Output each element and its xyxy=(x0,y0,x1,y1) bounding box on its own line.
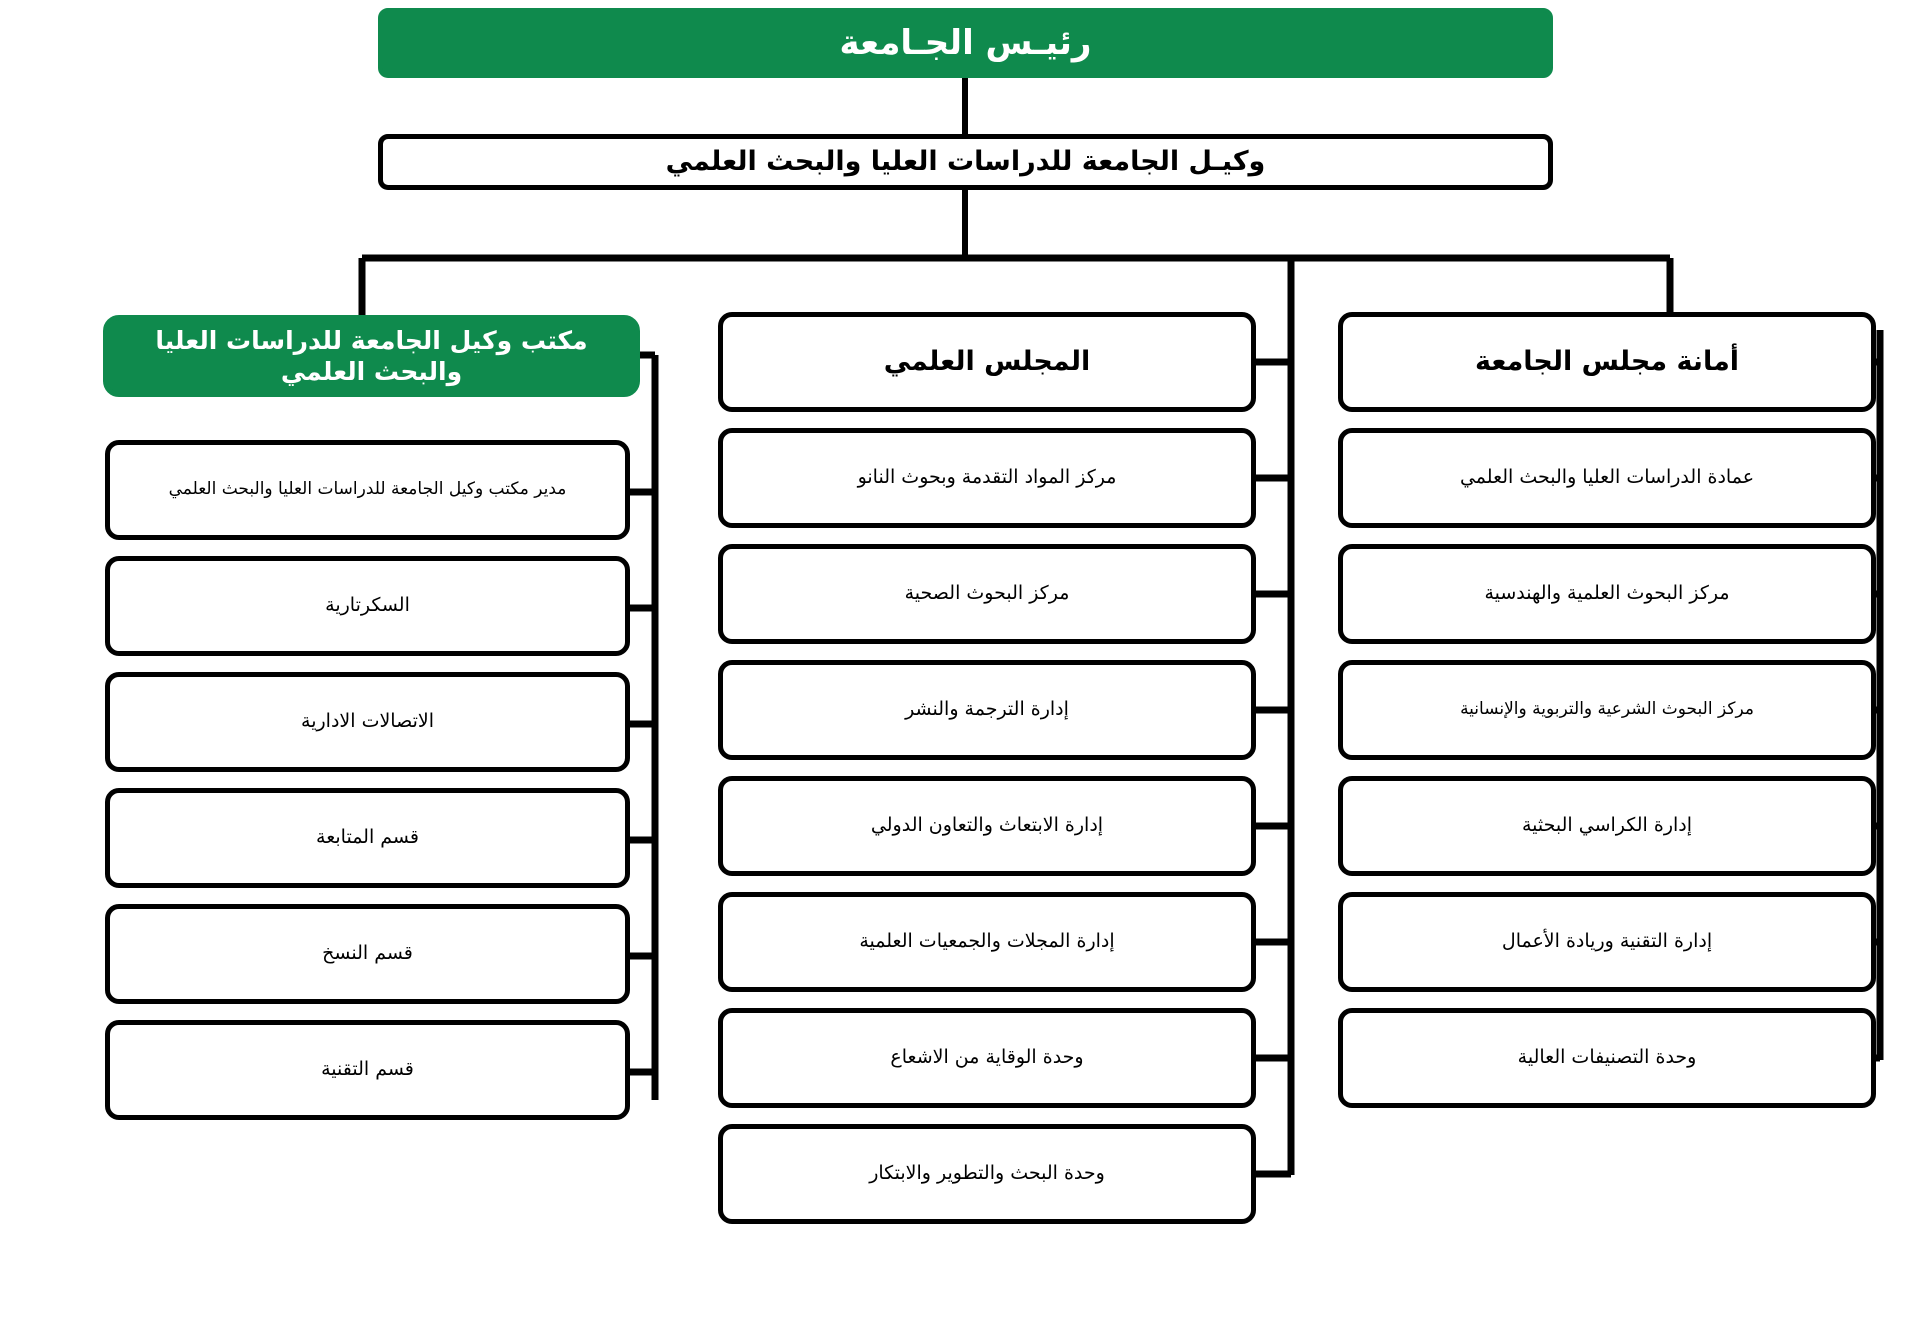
node-secretariat-item-2[interactable]: مركز البحوث الشرعية والتربوية والإنسانية xyxy=(1338,660,1876,760)
node-secretariat-item-4[interactable]: إدارة التقنية وريادة الأعمال xyxy=(1338,892,1876,992)
node-office-item-4[interactable]: قسم النسخ xyxy=(105,904,630,1004)
node-office-item-3[interactable]: قسم المتابعة xyxy=(105,788,630,888)
column-head-office[interactable]: مكتب وكيل الجامعة للدراسات العليا والبحث… xyxy=(103,315,640,397)
node-label: إدارة المجلات والجمعيات العلمية xyxy=(859,930,1115,953)
node-label: مدير مكتب وكيل الجامعة للدراسات العليا و… xyxy=(168,479,567,500)
node-office-item-5[interactable]: قسم التقنية xyxy=(105,1020,630,1120)
node-label: وحدة التصنيفات العالية xyxy=(1517,1046,1697,1069)
node-label: المجلس العلمي xyxy=(883,346,1091,378)
node-scientific-council-item-6[interactable]: وحدة البحث والتطوير والابتكار xyxy=(718,1124,1256,1224)
node-secretariat-item-5[interactable]: وحدة التصنيفات العالية xyxy=(1338,1008,1876,1108)
node-scientific-council-item-5[interactable]: وحدة الوقاية من الاشعاع xyxy=(718,1008,1256,1108)
node-label: إدارة الابتعاث والتعاون الدولي xyxy=(870,814,1104,837)
node-label: قسم النسخ xyxy=(322,942,413,965)
node-label: السكرتارية xyxy=(325,594,410,617)
node-label: مركز المواد التقدمة وبحوث النانو xyxy=(857,466,1117,489)
node-scientific-council-item-4[interactable]: إدارة المجلات والجمعيات العلمية xyxy=(718,892,1256,992)
node-university-president[interactable]: رئيـس الجـامعة xyxy=(378,8,1553,78)
node-secretariat-item-1[interactable]: مركز البحوث العلمية والهندسية xyxy=(1338,544,1876,644)
node-label: مركز البحوث الشرعية والتربوية والإنسانية xyxy=(1460,699,1754,720)
node-office-item-0[interactable]: مدير مكتب وكيل الجامعة للدراسات العليا و… xyxy=(105,440,630,540)
node-label: مركز البحوث الصحية xyxy=(904,582,1070,605)
node-label: إدارة التقنية وريادة الأعمال xyxy=(1501,930,1713,953)
column-head-scientific-council[interactable]: المجلس العلمي xyxy=(718,312,1256,412)
node-scientific-council-item-2[interactable]: إدارة الترجمة والنشر xyxy=(718,660,1256,760)
node-label: إدارة الكراسي البحثية xyxy=(1521,814,1693,837)
node-vice-president-graduate-studies[interactable]: وكيـل الجامعة للدراسات العليا والبحث الع… xyxy=(378,134,1553,190)
node-label: وكيـل الجامعة للدراسات العليا والبحث الع… xyxy=(665,146,1266,178)
node-label: رئيـس الجـامعة xyxy=(839,22,1092,63)
node-office-item-2[interactable]: الاتصالات الادارية xyxy=(105,672,630,772)
node-label: الاتصالات الادارية xyxy=(301,710,434,733)
node-label: مركز البحوث العلمية والهندسية xyxy=(1484,582,1730,605)
node-scientific-council-item-1[interactable]: مركز البحوث الصحية xyxy=(718,544,1256,644)
column-head-university-council-secretariat[interactable]: أمانة مجلس الجامعة xyxy=(1338,312,1876,412)
node-secretariat-item-3[interactable]: إدارة الكراسي البحثية xyxy=(1338,776,1876,876)
node-scientific-council-item-0[interactable]: مركز المواد التقدمة وبحوث النانو xyxy=(718,428,1256,528)
node-label: وحدة الوقاية من الاشعاع xyxy=(890,1046,1084,1069)
node-label: عمادة الدراسات العليا والبحث العلمي xyxy=(1459,466,1755,489)
node-scientific-council-item-3[interactable]: إدارة الابتعاث والتعاون الدولي xyxy=(718,776,1256,876)
node-label: إدارة الترجمة والنشر xyxy=(905,698,1069,721)
node-label: وحدة البحث والتطوير والابتكار xyxy=(869,1162,1105,1185)
node-label: أمانة مجلس الجامعة xyxy=(1474,346,1740,378)
node-label: قسم التقنية xyxy=(321,1058,414,1081)
node-secretariat-item-0[interactable]: عمادة الدراسات العليا والبحث العلمي xyxy=(1338,428,1876,528)
node-label: قسم المتابعة xyxy=(316,826,419,849)
node-label: مكتب وكيل الجامعة للدراسات العليا والبحث… xyxy=(155,325,588,386)
node-office-item-1[interactable]: السكرتارية xyxy=(105,556,630,656)
